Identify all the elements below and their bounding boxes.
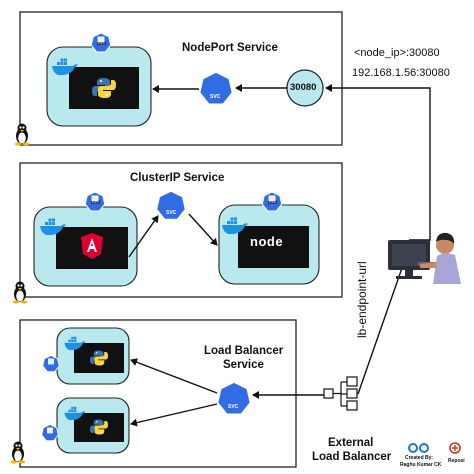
pod-icon [42, 355, 60, 373]
node-ip-example: 192.168.1.56:30080 [352, 67, 450, 79]
author-name: Raghu Kumar CK [400, 462, 442, 468]
clusterip-title: ClusterIP Service [130, 172, 225, 184]
svc-label: SVC [210, 94, 221, 100]
nodeport-title: NodePort Service [182, 42, 278, 54]
pod-icon [41, 424, 59, 442]
svc-label: SVC [166, 210, 177, 216]
node-ip-address: <node_ip>:30080 [354, 47, 440, 59]
external-lb-line1: External [328, 437, 374, 449]
pod-label: pod [268, 200, 278, 206]
external-lb-line2: Load Balancer [312, 451, 392, 463]
loadbalancer-title-line1: Load Balancer [204, 345, 284, 357]
user-to-lb-line [357, 247, 410, 395]
node-app-screen [238, 226, 309, 268]
svc-label: SVC [228, 404, 239, 410]
svc-to-bottom-pod-arrow [130, 403, 218, 427]
external-load-balancer-icon [323, 376, 358, 411]
endpoint-url-label: lb-endpoint-url [355, 261, 369, 338]
repository-label: Reposi [448, 458, 465, 464]
created-by-label: Created By: [405, 455, 434, 461]
creator-logo-icon [408, 443, 429, 453]
pod-icon [84, 191, 106, 212]
port-number: 30080 [290, 82, 317, 93]
node-logo-text: node [250, 234, 284, 249]
svc-to-pod-arrow [188, 213, 218, 246]
repository-logo-icon [449, 442, 461, 454]
loadbalancer-title-line2: Service [223, 359, 264, 371]
pod-label: pod [97, 41, 107, 47]
pod-icon [261, 191, 283, 212]
user-at-computer-icon [388, 232, 461, 284]
svc-to-top-pod-arrow [130, 358, 218, 394]
angular-logo-icon [81, 233, 103, 259]
pod-icon [90, 32, 112, 53]
pod-label: pod [91, 200, 101, 206]
pod-to-svc-arrow [128, 215, 159, 258]
